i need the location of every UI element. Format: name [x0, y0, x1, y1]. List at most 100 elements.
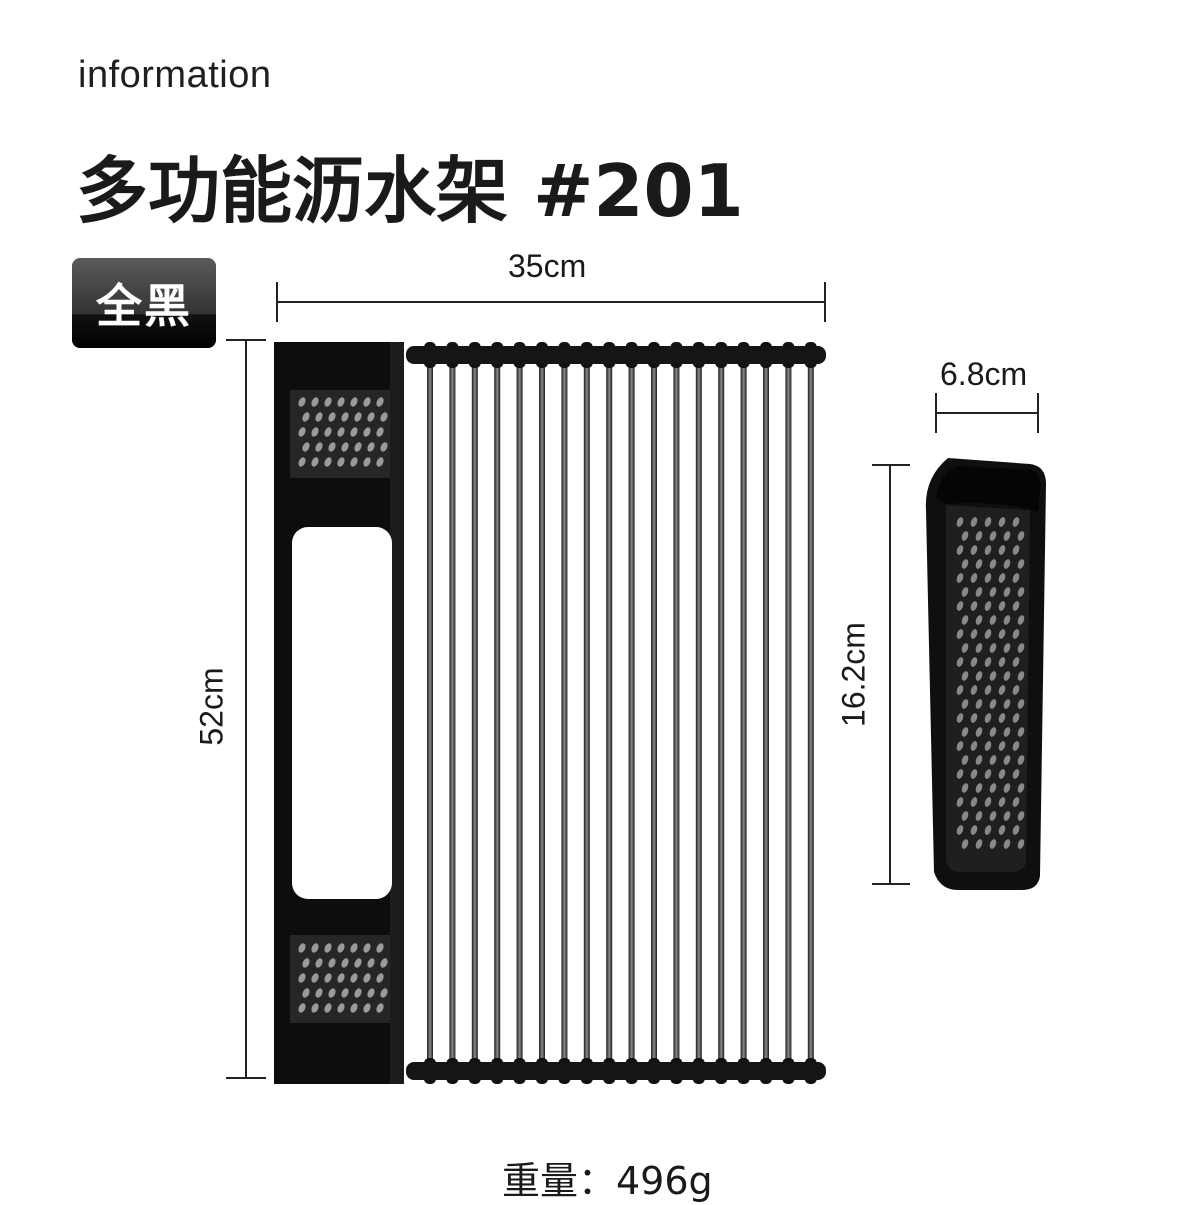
drain-hole: [337, 943, 345, 953]
basket-hole: [998, 629, 1006, 639]
drain-hole: [324, 943, 332, 953]
drain-hole: [363, 973, 371, 983]
basket-hole: [961, 643, 969, 653]
drain-hole: [298, 943, 306, 953]
drain-hole: [350, 973, 358, 983]
drain-hole: [354, 412, 362, 422]
basket-hole: [975, 615, 983, 625]
basket-hole: [984, 713, 992, 723]
basket-hole: [1003, 615, 1011, 625]
basket-hole: [1003, 671, 1011, 681]
drain-hole: [380, 958, 388, 968]
drain-hole: [354, 958, 362, 968]
basket-hole: [1012, 545, 1020, 555]
basket-hole: [1012, 713, 1020, 723]
drain-hole: [376, 397, 384, 407]
rack-bottom-end-cap: [406, 1062, 826, 1080]
drain-hole: [376, 943, 384, 953]
basket-hole: [1012, 797, 1020, 807]
basket-hole: [970, 545, 978, 555]
basket-hole: [961, 587, 969, 597]
basket-hole: [984, 545, 992, 555]
drain-hole: [298, 397, 306, 407]
drain-hole: [311, 457, 319, 467]
rack-handle-panel: [274, 342, 404, 1084]
basket-hole: [956, 657, 964, 667]
color-badge: 全黑: [72, 258, 216, 348]
basket-hole: [998, 657, 1006, 667]
basket-hole: [998, 545, 1006, 555]
basket-hole: [1017, 643, 1025, 653]
drain-hole: [376, 427, 384, 437]
drain-hole: [298, 427, 306, 437]
basket-hole: [975, 699, 983, 709]
basket-hole: [1017, 783, 1025, 793]
basket-hole: [989, 643, 997, 653]
drain-hole: [350, 1003, 358, 1013]
basket-hole: [1017, 727, 1025, 737]
drain-hole: [363, 1003, 371, 1013]
sponge-basket: [925, 458, 1046, 890]
drain-hole: [328, 412, 336, 422]
drain-hole: [350, 943, 358, 953]
basket-hole: [1012, 629, 1020, 639]
basket-hole: [1012, 573, 1020, 583]
basket-hole: [1003, 559, 1011, 569]
rack-rod: [782, 342, 795, 1084]
basket-width-label: 6.8cm: [940, 356, 1028, 392]
basket-hole: [984, 573, 992, 583]
basket-hole: [998, 769, 1006, 779]
basket-hole: [1003, 531, 1011, 541]
basket-hole: [984, 797, 992, 807]
drain-hole: [376, 1003, 384, 1013]
basket-hole: [1003, 783, 1011, 793]
basket-hole: [970, 601, 978, 611]
basket-hole: [998, 685, 1006, 695]
drain-hole: [324, 1003, 332, 1013]
basket-hole: [989, 615, 997, 625]
drain-hole: [367, 442, 375, 452]
basket-hole: [1003, 587, 1011, 597]
basket-hole: [984, 769, 992, 779]
drain-hole: [363, 397, 371, 407]
basket-hole: [956, 601, 964, 611]
basket-hole: [975, 727, 983, 737]
rack-rod: [580, 342, 593, 1084]
basket-height-dimension: [872, 464, 910, 885]
drain-hole: [350, 397, 358, 407]
basket-hole: [956, 741, 964, 751]
drain-hole: [341, 442, 349, 452]
basket-hole: [1012, 685, 1020, 695]
drain-hole: [328, 988, 336, 998]
basket-hole: [1017, 699, 1025, 709]
basket-hole: [961, 755, 969, 765]
rack-rod: [625, 342, 638, 1084]
rack-rod: [603, 342, 616, 1084]
drain-hole: [324, 457, 332, 467]
basket-hole: [1012, 769, 1020, 779]
drain-hole: [341, 988, 349, 998]
basket-hole: [1012, 657, 1020, 667]
basket-hole: [1017, 531, 1025, 541]
drain-hole: [302, 988, 310, 998]
drain-holes-bottom: [298, 943, 388, 1013]
rack-rod: [513, 342, 526, 1084]
basket-hole: [956, 573, 964, 583]
drain-hole: [341, 958, 349, 968]
basket-hole: [1012, 825, 1020, 835]
basket-hole: [998, 797, 1006, 807]
drain-hole: [324, 973, 332, 983]
drain-hole: [311, 397, 319, 407]
drain-hole: [337, 397, 345, 407]
basket-hole: [970, 741, 978, 751]
basket-hole: [998, 741, 1006, 751]
rack-rods: [406, 342, 826, 1084]
basket-hole: [1017, 615, 1025, 625]
basket-hole: [1012, 601, 1020, 611]
drain-hole: [380, 442, 388, 452]
basket-hole: [975, 587, 983, 597]
basket-hole: [975, 783, 983, 793]
basket-hole: [984, 517, 992, 527]
basket-hole: [989, 671, 997, 681]
basket-hole: [961, 699, 969, 709]
